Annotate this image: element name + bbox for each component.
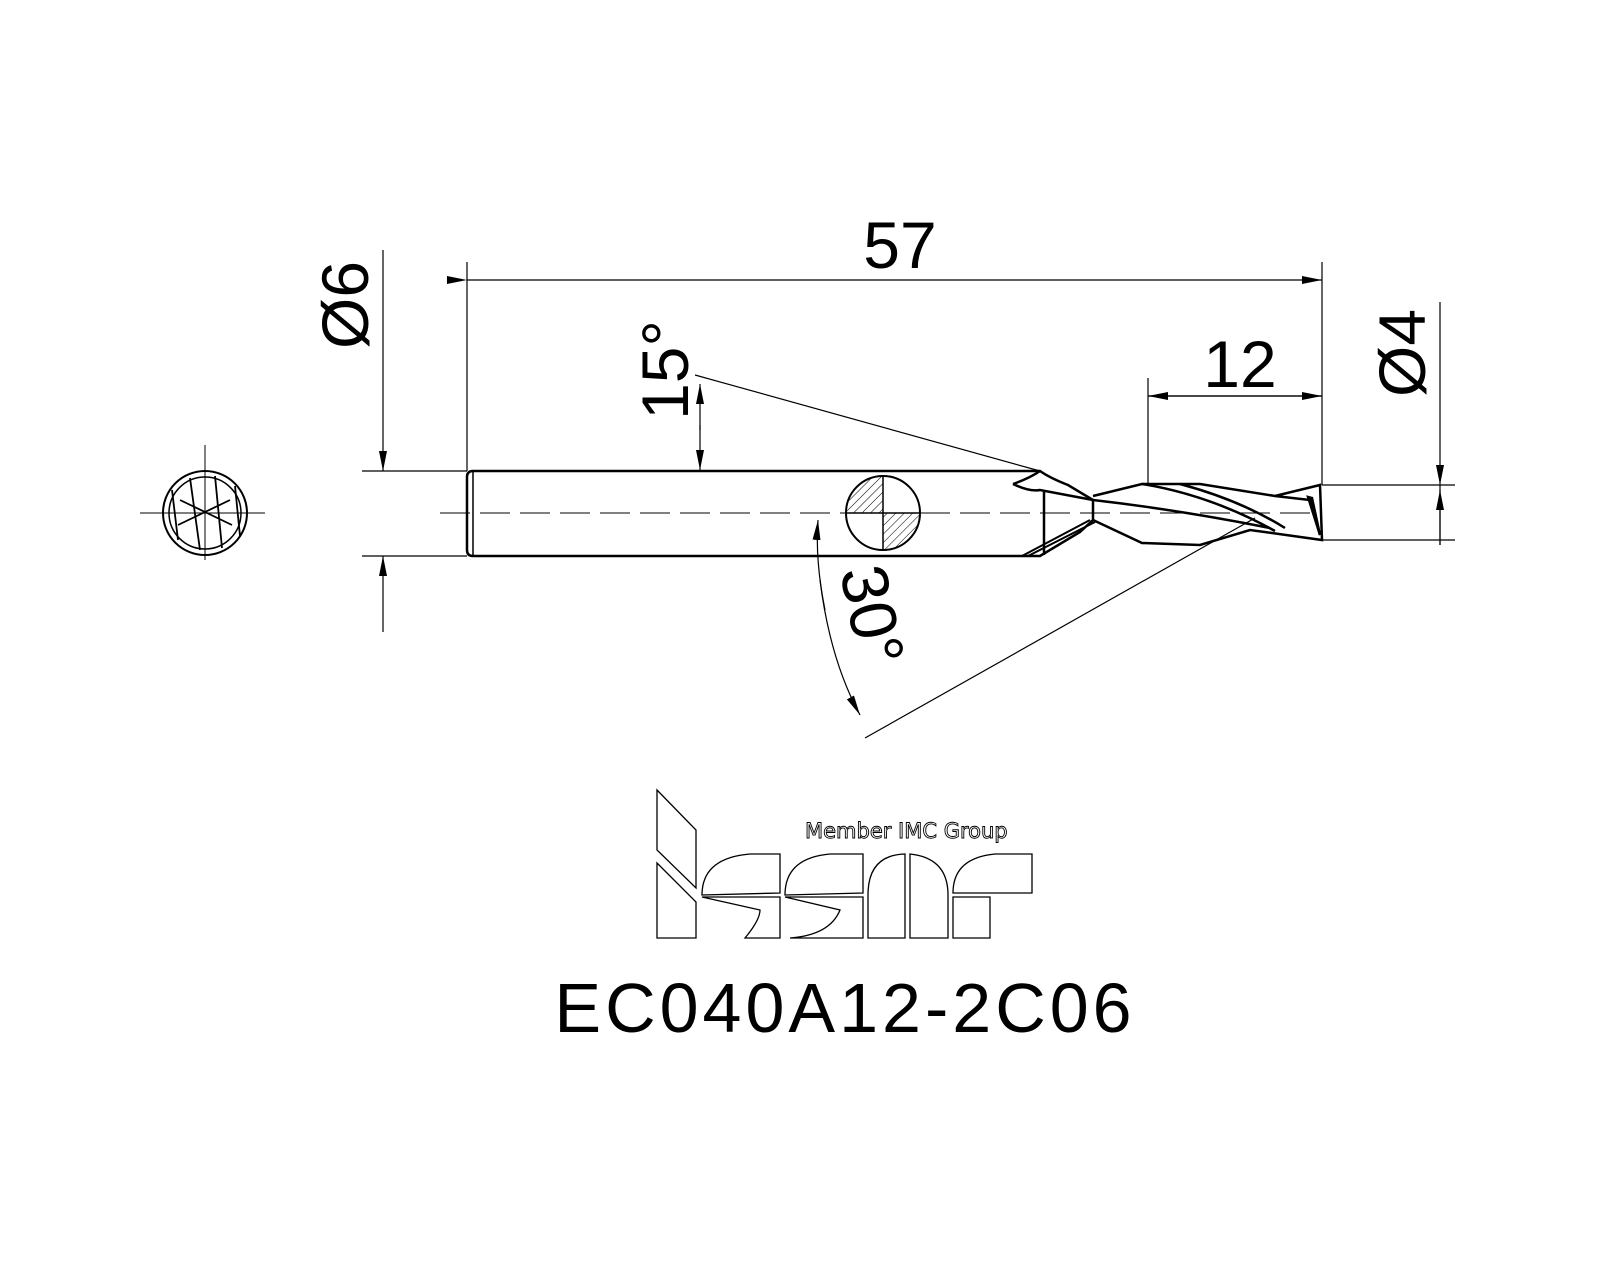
dim-angle-15 — [694, 374, 1041, 472]
dim-angle-30 — [812, 517, 1256, 739]
dim-cutting-diameter — [1322, 302, 1455, 545]
angle-30-label: 30° — [826, 559, 919, 672]
overall-length-label: 57 — [863, 208, 936, 282]
tool-body — [465, 469, 1324, 558]
part-number: EC040A12-2C06 — [554, 969, 1135, 1047]
end-view — [140, 445, 265, 560]
dim-overall-length — [447, 262, 1323, 485]
section-symbol — [845, 475, 921, 551]
logo-tagline: Member IMC Group — [805, 819, 1008, 843]
dim-flute-length — [1147, 378, 1322, 485]
iscar-logo — [656, 788, 1033, 939]
shank-diameter-label: Ø6 — [308, 261, 382, 349]
angle-15-label: 15° — [628, 320, 702, 420]
flute-length-label: 12 — [1203, 327, 1276, 401]
cutting-diameter-label: Ø4 — [1365, 309, 1439, 397]
dim-shank-diameter — [362, 250, 467, 632]
